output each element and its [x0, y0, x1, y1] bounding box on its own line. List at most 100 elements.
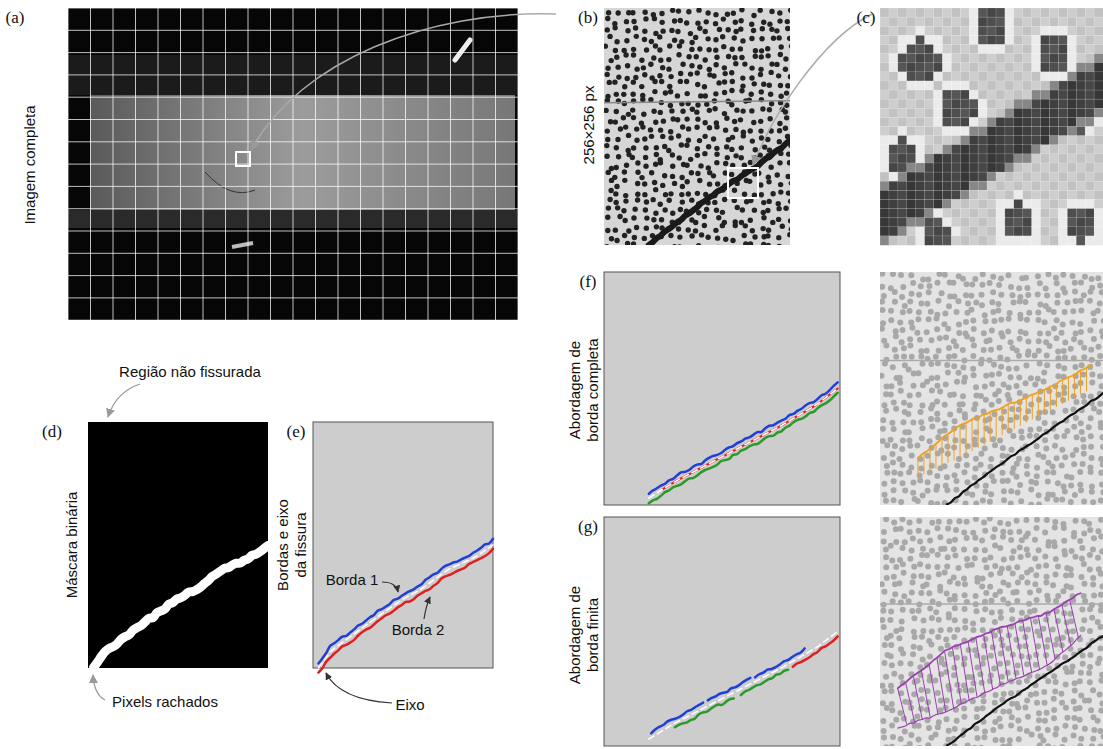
- pixel: [1058, 218, 1067, 227]
- pixel: [925, 35, 934, 44]
- pixel: [1085, 154, 1094, 163]
- grid-line: [68, 119, 518, 120]
- pixel: [898, 90, 907, 99]
- pixel: [916, 154, 925, 163]
- pixel: [1085, 35, 1094, 44]
- pixel: [889, 108, 898, 117]
- pixel: [1049, 72, 1058, 81]
- pixel: [898, 44, 907, 53]
- pixel: [1058, 154, 1067, 163]
- full-edge-plot: [604, 272, 840, 505]
- pixel: [898, 209, 907, 218]
- pixel: [925, 90, 934, 99]
- pixel: [960, 190, 969, 199]
- pixel: [987, 163, 996, 172]
- pixel: [1067, 199, 1076, 208]
- pixel: [907, 99, 916, 108]
- pixel: [1067, 145, 1076, 154]
- pixel: [1041, 209, 1050, 218]
- pixel: [880, 127, 889, 136]
- pixel: [996, 117, 1005, 126]
- pixel: [934, 81, 943, 90]
- grid-line: [68, 30, 518, 31]
- pixel: [1067, 44, 1076, 53]
- leader-line: [93, 675, 105, 700]
- pixel: [1014, 99, 1023, 108]
- callout-label: Eixo: [395, 696, 424, 714]
- pixel: [951, 172, 960, 181]
- pixel: [907, 209, 916, 218]
- pixel: [1094, 190, 1103, 199]
- pixel: [942, 17, 951, 26]
- pixel: [987, 72, 996, 81]
- pixel: [907, 63, 916, 72]
- pixel: [1032, 136, 1041, 145]
- pixel: [996, 99, 1005, 108]
- pixel: [898, 81, 907, 90]
- finite-edge-plot: [604, 517, 840, 746]
- pixel: [907, 163, 916, 172]
- pixel: [1058, 35, 1067, 44]
- pixel: [996, 90, 1005, 99]
- pixel: [942, 127, 951, 136]
- pixel: [934, 127, 943, 136]
- pixel: [880, 209, 889, 218]
- pixel: [889, 181, 898, 190]
- pixel: [1005, 199, 1014, 208]
- pixel-zoom: [880, 8, 1103, 245]
- grid-line: [68, 52, 518, 53]
- grid-line: [68, 253, 518, 254]
- hatch-line: [929, 664, 938, 715]
- pixel: [969, 227, 978, 236]
- pixel: [996, 63, 1005, 72]
- pixel: [1014, 199, 1023, 208]
- pixel: [889, 218, 898, 227]
- pixel: [1041, 136, 1050, 145]
- pixel: [1049, 227, 1058, 236]
- pixel: [1014, 190, 1023, 199]
- pixel: [996, 44, 1005, 53]
- pixel: [1085, 199, 1094, 208]
- leader-line: [326, 673, 392, 703]
- pixel: [898, 227, 907, 236]
- pixel: [1023, 218, 1032, 227]
- pixel: [942, 117, 951, 126]
- pixel: [1049, 35, 1058, 44]
- pixel: [1049, 181, 1058, 190]
- hatch-line: [898, 689, 907, 725]
- pixel: [916, 17, 925, 26]
- pixel: [951, 99, 960, 108]
- pixel: [987, 190, 996, 199]
- hatch-line: [960, 644, 969, 700]
- hatch-line: [929, 449, 930, 472]
- pixel: [1049, 172, 1058, 181]
- pixel: [889, 99, 898, 108]
- hatch-line: [948, 434, 949, 463]
- pixel: [1067, 209, 1076, 218]
- pixel: [1023, 90, 1032, 99]
- pixel: [978, 209, 987, 218]
- pixel: [960, 227, 969, 236]
- pixel: [1005, 44, 1014, 53]
- pixel: [1049, 44, 1058, 53]
- zoom-box: [728, 168, 758, 198]
- pixel: [1041, 35, 1050, 44]
- hatch-line: [952, 648, 961, 705]
- panel-title: Abordagem de borda completa: [566, 328, 602, 453]
- grid-line: [68, 297, 518, 298]
- pixel: [987, 172, 996, 181]
- pixel: [1058, 127, 1067, 136]
- pixel: [1014, 181, 1023, 190]
- pixel: [1032, 72, 1041, 81]
- pixel: [1094, 181, 1103, 190]
- pixel: [951, 63, 960, 72]
- pixel: [1094, 81, 1103, 90]
- pixel: [1005, 35, 1014, 44]
- pixel: [898, 117, 907, 126]
- pixel: [1049, 17, 1058, 26]
- pixel: [978, 154, 987, 163]
- pixel: [934, 209, 943, 218]
- pixel: [934, 154, 943, 163]
- pixel: [1041, 99, 1050, 108]
- pixel: [1067, 72, 1076, 81]
